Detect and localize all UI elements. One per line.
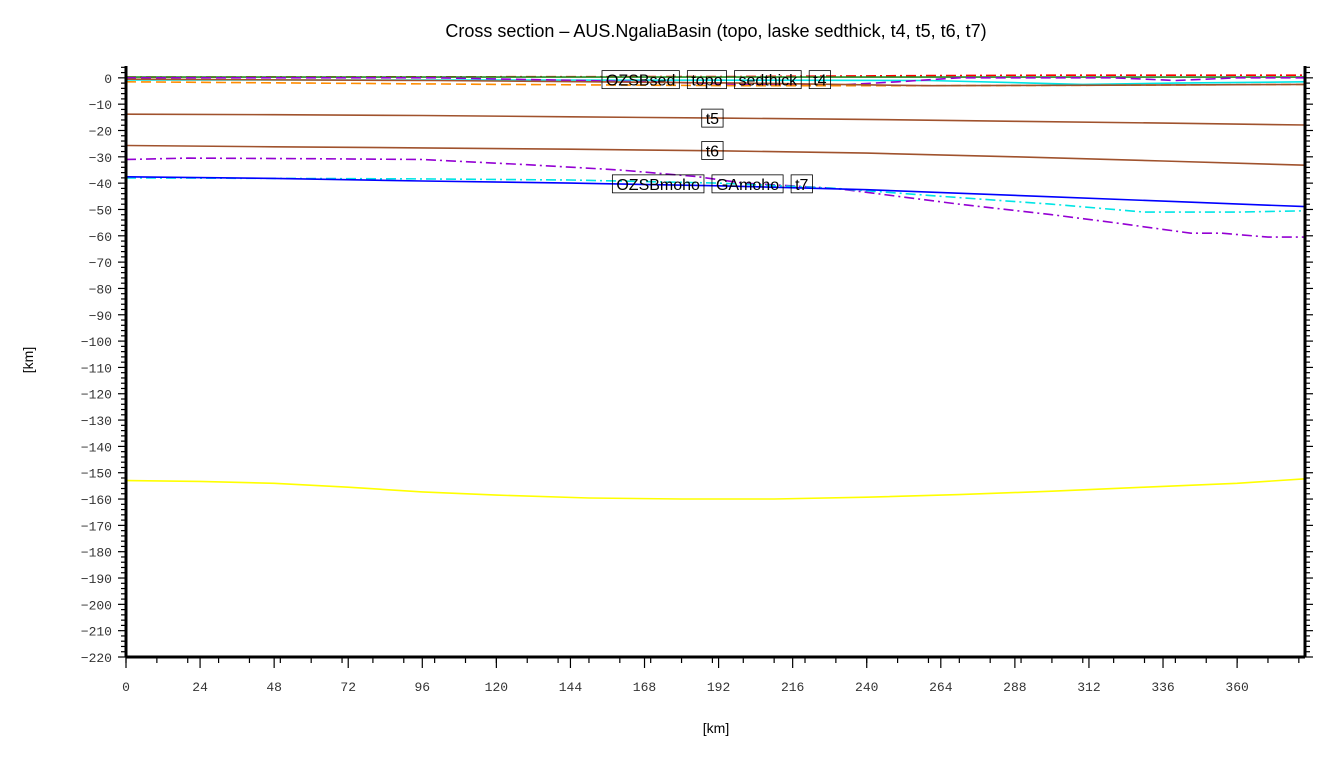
- x-tick-label: 144: [559, 680, 583, 695]
- y-tick-label: −130: [81, 414, 112, 429]
- annotation-text: t5: [706, 111, 719, 128]
- annotation-OZSBmoho: OZSBmoho: [611, 174, 705, 194]
- x-tick-label: 288: [1003, 680, 1026, 695]
- x-tick-label: 48: [266, 680, 282, 695]
- annotation-box: [601, 70, 680, 90]
- series-line-0: [125, 74, 1305, 78]
- series-line-7: [125, 144, 1306, 166]
- annotation-text: t4: [813, 73, 826, 90]
- y-tick-label: −40: [89, 177, 112, 192]
- annotation-t7: t7: [790, 174, 813, 194]
- y-tick-label: 0: [104, 72, 112, 87]
- x-tick-label: 312: [1077, 680, 1100, 695]
- series-line-10: [125, 176, 1306, 208]
- annotation-text: t6: [706, 144, 719, 161]
- y-tick-label: −150: [81, 467, 112, 482]
- x-tick-label: 264: [929, 680, 953, 695]
- x-tick-label: 336: [1151, 680, 1174, 695]
- annotation-box: [711, 174, 784, 194]
- y-tick-label: −50: [89, 203, 112, 218]
- annotation-text: OZSBsed: [606, 73, 675, 90]
- annotation-box: [686, 70, 727, 90]
- y-tick-label: −190: [81, 572, 112, 587]
- annotation-sedthick: sedthick: [734, 70, 802, 90]
- y-tick-label: −80: [89, 282, 112, 297]
- annotation-text: topo: [691, 73, 722, 90]
- y-tick-label: −210: [81, 625, 112, 640]
- y-tick-label: −70: [89, 256, 112, 271]
- annotation-text: t7: [795, 177, 808, 194]
- x-tick-label: 240: [855, 680, 878, 695]
- y-tick-label: −140: [81, 440, 112, 455]
- series-line-3: [126, 77, 1305, 87]
- annotation-box: [701, 108, 724, 128]
- y-tick-label: −10: [89, 98, 112, 113]
- annotation-t4: t4: [808, 70, 831, 90]
- x-tick-label: 120: [485, 680, 508, 695]
- x-tick-label: 192: [707, 680, 730, 695]
- x-tick-label: 72: [340, 680, 356, 695]
- series-line-8: [125, 157, 1305, 238]
- series-line-6: [125, 113, 1306, 126]
- x-tick-label: 360: [1225, 680, 1248, 695]
- y-tick-label: −20: [89, 124, 112, 139]
- annotation-text: GAmoho: [716, 177, 779, 194]
- annotation-box: [611, 174, 705, 194]
- annotation-t6: t6: [701, 141, 724, 161]
- x-tick-label: 24: [192, 680, 208, 695]
- annotation-box: [808, 70, 831, 90]
- series-line-9: [125, 177, 1306, 213]
- series-line-4: [125, 81, 1306, 87]
- chart-title: Cross section – AUS.NgaliaBasin (topo, l…: [445, 21, 986, 41]
- x-tick-label: 96: [414, 680, 430, 695]
- annotation-text: sedthick: [738, 73, 798, 90]
- series-line-11: [125, 478, 1306, 500]
- series-line-5: [125, 78, 1306, 87]
- y-axis-label: [km]: [20, 347, 36, 373]
- y-tick-label: −30: [89, 151, 112, 166]
- annotation-box: [734, 70, 802, 90]
- annotation-t5: t5: [701, 108, 724, 128]
- y-tick-label: −120: [81, 388, 112, 403]
- annotation-box: [790, 174, 813, 194]
- y-tick-label: −200: [81, 598, 112, 613]
- x-tick-label: 0: [122, 680, 130, 695]
- x-axis-label: [km]: [703, 720, 729, 736]
- y-tick-label: −160: [81, 493, 112, 508]
- annotation-OZSBsed: OZSBsed: [601, 70, 680, 90]
- y-tick-label: −170: [81, 519, 112, 534]
- y-tick-label: −60: [89, 230, 112, 245]
- annotation-topo: topo: [686, 70, 727, 90]
- annotation-box: [701, 141, 724, 160]
- y-tick-label: −220: [81, 651, 112, 666]
- x-tick-label: 216: [781, 680, 804, 695]
- annotation-text: OZSBmoho: [616, 177, 700, 194]
- annotation-GAmoho: GAmoho: [711, 174, 784, 194]
- y-tick-label: −90: [89, 309, 112, 324]
- y-tick-label: −110: [81, 361, 112, 376]
- y-tick-label: −180: [81, 546, 112, 561]
- x-tick-label: 168: [633, 680, 656, 695]
- y-tick-label: −100: [81, 335, 112, 350]
